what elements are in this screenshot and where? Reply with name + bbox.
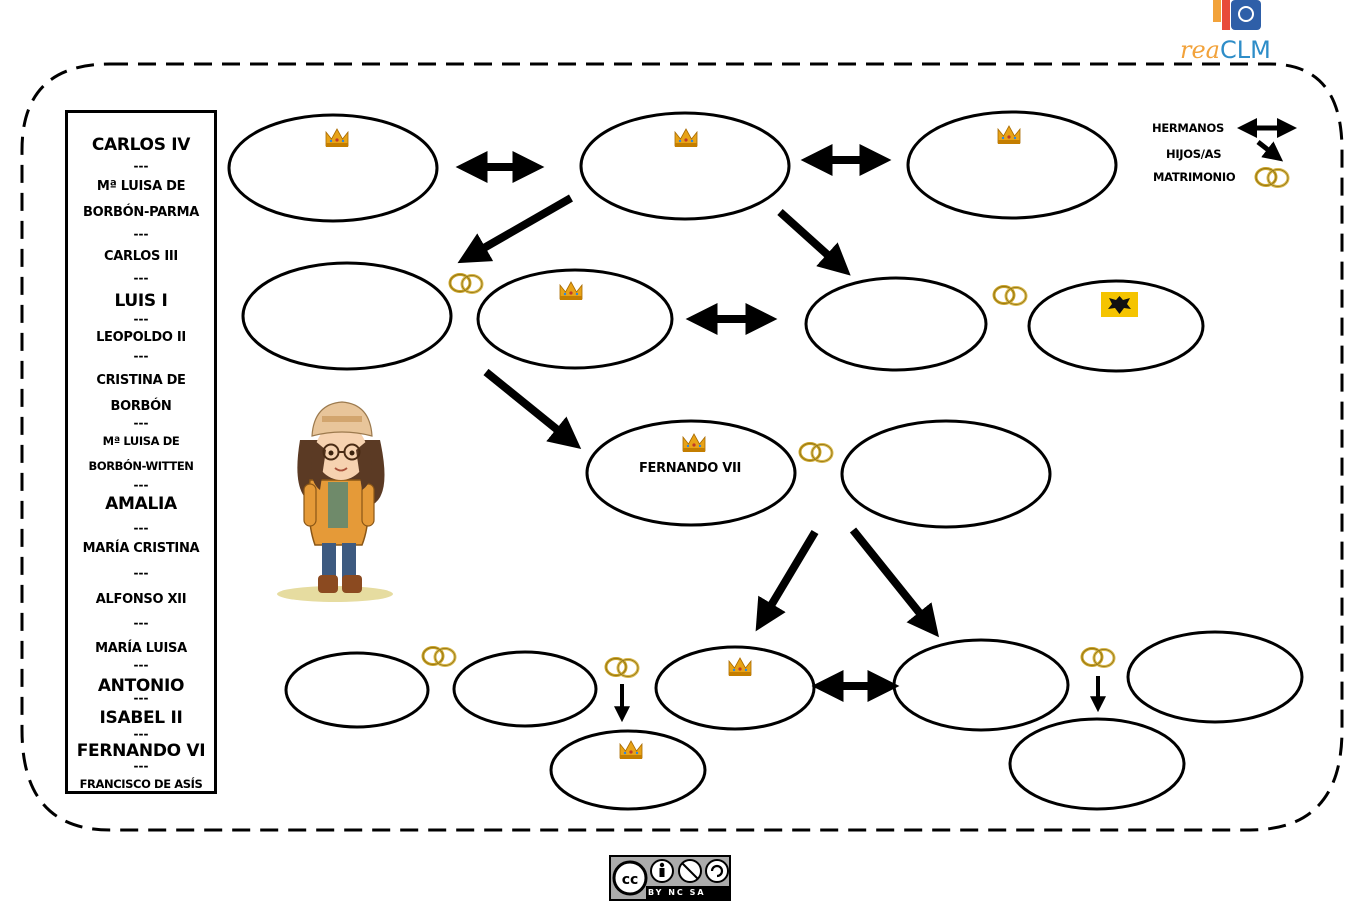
oval-r2-a[interactable] xyxy=(241,261,453,371)
dashed-frame xyxy=(20,62,1344,832)
word-bank-separator: --- xyxy=(133,227,149,241)
word-bank-item: FERNANDO VI xyxy=(76,741,206,761)
rings-icon xyxy=(421,646,457,667)
oval-r4-d[interactable] xyxy=(892,638,1070,732)
oval-r4-b[interactable] xyxy=(452,650,598,728)
word-bank-separator: --- xyxy=(133,159,149,173)
child-arrow xyxy=(849,527,940,638)
word-bank-separator: --- xyxy=(133,349,149,363)
legend-child-arrow xyxy=(1256,140,1284,162)
rings-icon xyxy=(448,273,484,294)
svg-text:cc: cc xyxy=(622,872,639,888)
oval-r2-d[interactable] xyxy=(1027,279,1205,373)
rings-icon xyxy=(798,442,834,463)
legend-marriage-label: MATRIMONIO xyxy=(1153,170,1236,184)
oval-fernando-vii-spouse[interactable] xyxy=(840,419,1052,529)
word-bank: CARLOS IV --- Mª LUISA DE BORBÓN-PARMA -… xyxy=(65,110,217,794)
word-bank-separator: --- xyxy=(133,691,149,705)
word-bank-item: BORBÓN-WITTEN xyxy=(88,459,194,473)
explorer-girl-illustration xyxy=(277,401,393,602)
rings-icon xyxy=(1080,647,1116,668)
oval-fernando-vii[interactable] xyxy=(585,419,797,527)
logo-part-rea: rea xyxy=(1180,36,1220,64)
reaclm-logo-mark xyxy=(1213,0,1261,30)
word-bank-item: FRANCISCO DE ASÍS xyxy=(79,777,203,791)
child-arrow xyxy=(755,529,819,632)
eagle-flag-icon xyxy=(1101,292,1138,317)
oval-r4-c[interactable] xyxy=(654,645,816,731)
word-bank-separator: --- xyxy=(133,271,149,285)
word-bank-item: BORBÓN xyxy=(110,399,172,414)
legend-rings-icon xyxy=(1254,167,1290,188)
word-bank-item: CARLOS III xyxy=(104,249,178,264)
cc-license-labels: BY NC SA xyxy=(648,888,706,897)
word-bank-item: ALFONSO XII xyxy=(95,592,187,607)
legend-siblings-label: HERMANOS xyxy=(1152,121,1224,135)
word-bank-separator: --- xyxy=(133,416,149,430)
word-bank-item: Mª LUISA DE xyxy=(102,434,180,448)
oval-r1-center[interactable] xyxy=(579,111,791,221)
word-bank-item: AMALIA xyxy=(105,494,177,514)
word-bank-item: MARÍA CRISTINA xyxy=(82,541,200,556)
oval-r2-c[interactable] xyxy=(804,276,988,372)
oval-r2-b[interactable] xyxy=(476,268,674,370)
word-bank-item: LUIS I xyxy=(114,291,168,311)
word-bank-item: Mª LUISA DE xyxy=(96,179,186,194)
word-bank-separator: --- xyxy=(133,658,149,672)
legend-children-label: HIJOS/AS xyxy=(1166,147,1222,161)
child-arrow xyxy=(777,209,851,276)
word-bank-item: CRISTINA DE xyxy=(96,373,186,388)
oval-r1-right[interactable] xyxy=(906,110,1118,220)
word-bank-item: ISABEL II xyxy=(99,708,183,728)
word-bank-separator: --- xyxy=(133,759,149,773)
word-bank-separator: --- xyxy=(133,566,149,580)
word-bank-item: LEOPOLDO II xyxy=(96,330,186,345)
word-bank-separator: --- xyxy=(133,478,149,492)
child-arrow xyxy=(483,368,582,450)
oval-r4-e[interactable] xyxy=(1126,630,1304,724)
word-bank-separator: --- xyxy=(133,521,149,535)
reaclm-logo-text: reaCLM xyxy=(1180,36,1271,64)
rings-icon xyxy=(604,657,640,678)
word-bank-item: BORBÓN-PARMA xyxy=(82,205,199,220)
rings-icon xyxy=(992,285,1028,306)
oval-r5-a[interactable] xyxy=(549,729,707,811)
oval-r5-b[interactable] xyxy=(1008,717,1186,811)
word-bank-separator: --- xyxy=(133,312,149,326)
word-bank-separator: --- xyxy=(133,727,149,741)
cc-license-badge: cc xyxy=(609,855,731,901)
node-label-fernando-vii: FERNANDO VII xyxy=(639,461,741,476)
word-bank-separator: --- xyxy=(133,616,149,630)
oval-r4-a[interactable] xyxy=(284,651,430,729)
word-bank-item: MARÍA LUISA xyxy=(95,641,187,656)
oval-r1-left[interactable] xyxy=(227,113,439,223)
child-arrow xyxy=(457,194,573,264)
word-bank-item: ANTONIO xyxy=(97,676,185,696)
word-bank-item: CARLOS IV xyxy=(91,135,191,155)
logo-part-clm: CLM xyxy=(1219,36,1271,64)
